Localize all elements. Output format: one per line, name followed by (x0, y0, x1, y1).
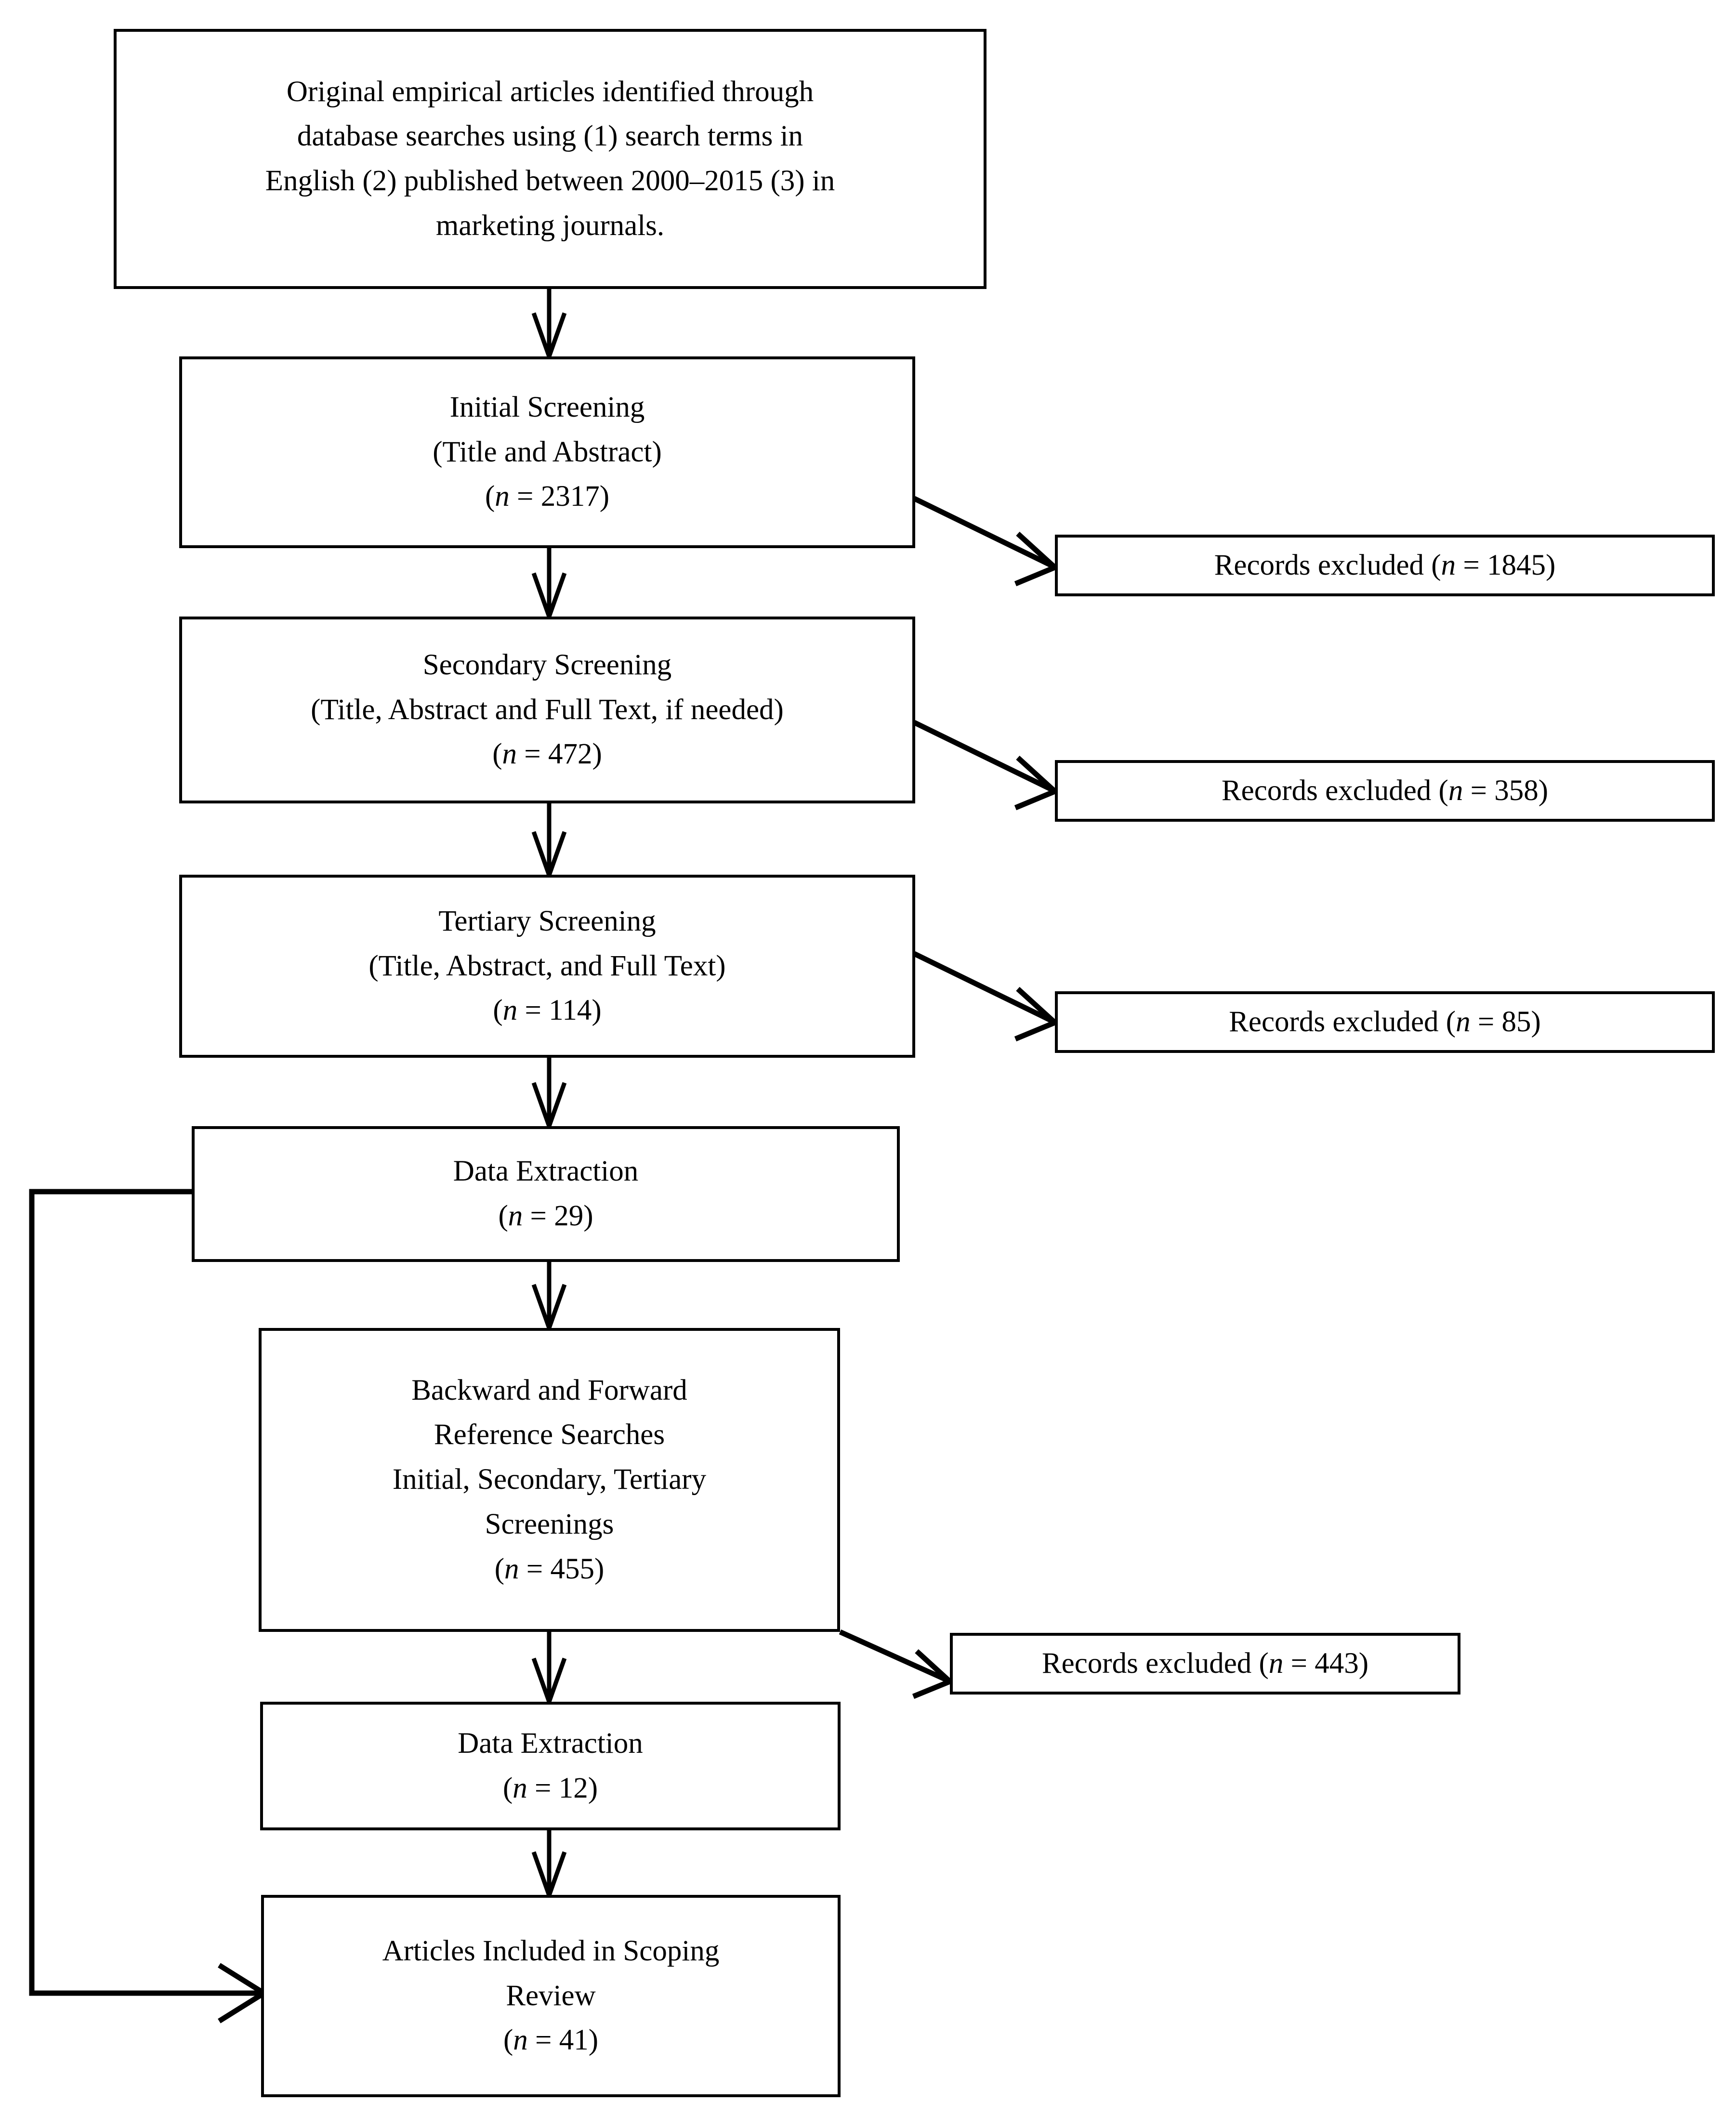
initial-screening-box[interactable]: Initial Screening (Title and Abstract) (… (179, 356, 915, 548)
identification-line-2: database searches using (1) search terms… (297, 120, 803, 153)
paren-open: ( (498, 1200, 508, 1232)
data-extraction-12-box[interactable]: Data Extraction (n = 12) (260, 1702, 841, 1830)
backward-forward-reference-searches-box[interactable]: Backward and Forward Reference Searches … (259, 1328, 840, 1632)
records-excluded-85-box[interactable]: Records excluded (n = 85) (1055, 991, 1715, 1053)
identification-box[interactable]: Original empirical articles identified t… (114, 29, 986, 289)
paren-open: ( (493, 994, 503, 1027)
count-value: = 472) (517, 738, 602, 771)
articles-included-count: (n = 41) (503, 2018, 598, 2063)
excluded-prefix: Records excluded ( (1041, 1647, 1269, 1680)
n-variable: n (1448, 774, 1463, 807)
paren-open: ( (502, 1772, 513, 1804)
count-value: = 358) (1463, 774, 1549, 807)
count-value: = 29) (523, 1200, 593, 1232)
excluded-prefix: Records excluded ( (1221, 774, 1448, 807)
identification-line-4: marketing journals. (435, 209, 665, 242)
paren-open: ( (492, 738, 502, 771)
tertiary-screening-count: (n = 114) (493, 988, 601, 1033)
n-variable: n (1441, 549, 1456, 581)
initial-screening-count: (n = 2317) (485, 474, 609, 519)
count-value: = 1845) (1456, 549, 1556, 581)
excluded-prefix: Records excluded ( (1214, 549, 1441, 581)
data-extraction-29-box[interactable]: Data Extraction (n = 29) (192, 1126, 900, 1262)
initial-screening-title: Initial Screening (449, 391, 645, 423)
records-excluded-443-label: Records excluded (n = 443) (1042, 1642, 1368, 1686)
records-excluded-1845-label: Records excluded (n = 1845) (1214, 543, 1556, 588)
count-value: = 114) (517, 994, 602, 1027)
count-value: = 2317) (509, 480, 610, 513)
reference-searches-count: (n = 455) (495, 1547, 605, 1592)
connector-feedback-loop (29, 1189, 261, 1996)
connector-excluded-1845 (913, 496, 1054, 568)
n-variable: n (502, 738, 517, 771)
secondary-screening-title: Secondary Screening (422, 648, 672, 681)
data-extraction-29-count: (n = 29) (498, 1194, 593, 1239)
n-variable: n (1456, 1005, 1471, 1038)
count-value: = 41) (527, 2024, 599, 2057)
paren-open: ( (485, 480, 495, 513)
secondary-screening-criteria: (Title, Abstract and Full Text, if neede… (311, 693, 784, 726)
connector-excluded-443 (839, 1629, 948, 1683)
tertiary-screening-title: Tertiary Screening (438, 905, 656, 937)
n-variable: n (513, 1772, 527, 1804)
data-extraction-12-title: Data Extraction (458, 1727, 643, 1760)
records-excluded-1845-box[interactable]: Records excluded (n = 1845) (1055, 535, 1715, 596)
data-extraction-29-title: Data Extraction (453, 1155, 639, 1188)
tertiary-screening-criteria: (Title, Abstract, and Full Text) (368, 949, 726, 982)
n-variable: n (495, 480, 510, 513)
records-excluded-85-label: Records excluded (n = 85) (1229, 1000, 1541, 1045)
count-value: = 12) (527, 1772, 598, 1804)
count-value: = 443) (1283, 1647, 1369, 1680)
records-excluded-358-label: Records excluded (n = 358) (1222, 769, 1548, 814)
connector-excluded-85 (913, 951, 1054, 1024)
identification-line-1: Original empirical articles identified t… (286, 75, 814, 108)
n-variable: n (1268, 1647, 1284, 1680)
paren-open: ( (494, 1552, 505, 1585)
articles-included-line-1: Articles Included in Scoping (382, 1934, 720, 1967)
reference-searches-line-4: Screenings (485, 1508, 614, 1540)
secondary-screening-count: (n = 472) (492, 732, 602, 777)
connector-excluded-358 (913, 720, 1054, 792)
records-excluded-443-box[interactable]: Records excluded (n = 443) (950, 1633, 1460, 1695)
n-variable: n (513, 2024, 528, 2057)
count-value: = 455) (519, 1552, 605, 1585)
secondary-screening-box[interactable]: Secondary Screening (Title, Abstract and… (179, 617, 915, 803)
count-value: = 85) (1470, 1005, 1541, 1038)
n-variable: n (508, 1200, 523, 1232)
reference-searches-line-1: Backward and Forward (411, 1374, 687, 1406)
tertiary-screening-box[interactable]: Tertiary Screening (Title, Abstract, and… (179, 875, 915, 1058)
identification-line-3: English (2) published between 2000–2015 … (265, 165, 835, 197)
articles-included-line-2: Review (506, 1979, 596, 2012)
articles-included-box[interactable]: Articles Included in Scoping Review (n =… (261, 1895, 841, 2097)
reference-searches-line-3: Initial, Secondary, Tertiary (392, 1463, 707, 1496)
paren-open: ( (503, 2024, 513, 2057)
data-extraction-12-count: (n = 12) (503, 1766, 598, 1811)
reference-searches-line-2: Reference Searches (434, 1419, 665, 1451)
records-excluded-358-box[interactable]: Records excluded (n = 358) (1055, 760, 1715, 822)
n-variable: n (504, 1552, 519, 1585)
n-variable: n (502, 994, 518, 1027)
excluded-prefix: Records excluded ( (1229, 1005, 1456, 1038)
initial-screening-criteria: (Title and Abstract) (433, 435, 662, 468)
